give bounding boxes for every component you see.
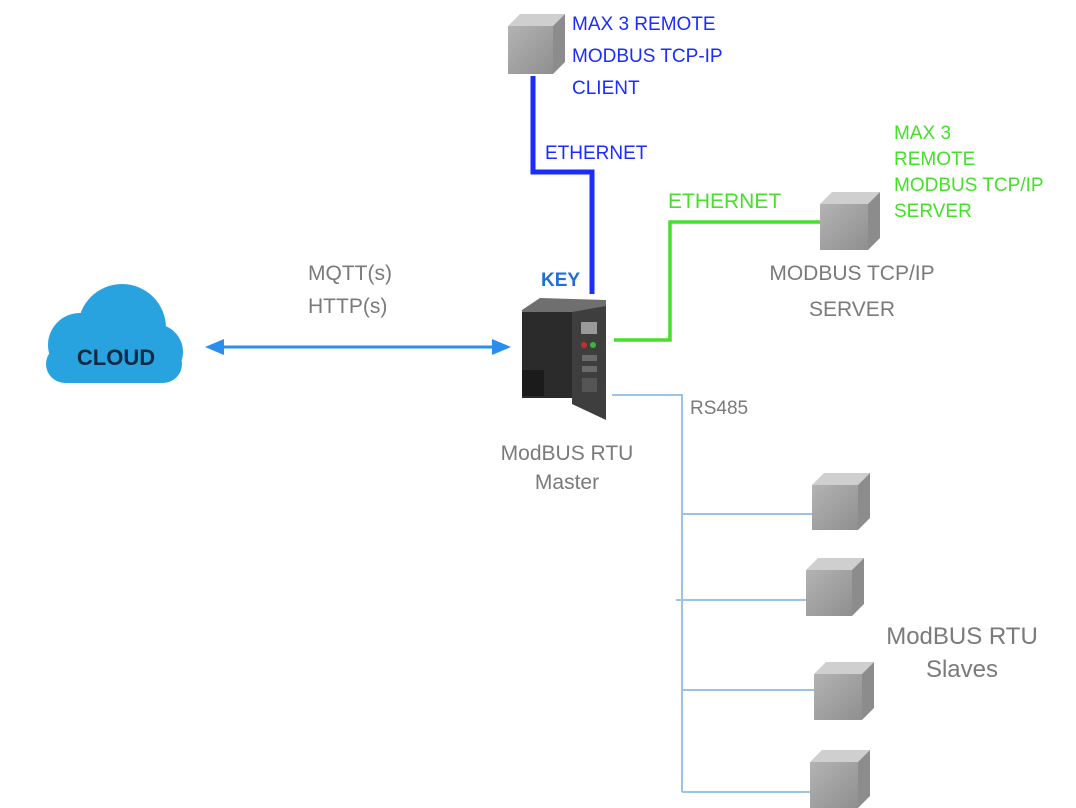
slave-device-icon bbox=[806, 558, 864, 616]
client-label-line: CLIENT bbox=[572, 78, 640, 99]
cloud-icon bbox=[46, 284, 183, 383]
server-label: MAX 3 REMOTE MODBUS TCP/IP SERVER bbox=[894, 121, 1044, 225]
modbus-master-device-icon bbox=[522, 298, 606, 420]
cloud-link-arrow bbox=[205, 339, 511, 355]
master-caption: ModBUS RTU Master bbox=[467, 439, 667, 497]
server-label-line: REMOTE bbox=[894, 149, 976, 170]
server-label-line: SERVER bbox=[894, 201, 972, 222]
server-caption: MODBUS TCP/IP SERVER bbox=[752, 256, 952, 328]
server-ethernet-label: ETHERNET bbox=[668, 190, 782, 213]
rs485-bus bbox=[612, 394, 816, 793]
slaves-caption-line: Slaves bbox=[925, 656, 999, 683]
master-caption-line: ModBUS RTU bbox=[500, 442, 634, 465]
rs485-label: RS485 bbox=[690, 398, 749, 419]
client-ethernet-link bbox=[530, 76, 595, 294]
client-ethernet-label: ETHERNET bbox=[545, 143, 648, 164]
server-caption-line: SERVER bbox=[809, 298, 895, 321]
slaves-caption-line: ModBUS RTU bbox=[886, 623, 1038, 650]
protocol-label: MQTT(s) bbox=[308, 262, 392, 285]
server-ethernet-link bbox=[614, 220, 822, 342]
slaves-caption: ModBUS RTU Slaves bbox=[862, 620, 1062, 686]
modbus-server-device-icon bbox=[820, 192, 880, 250]
server-label-line: MAX 3 bbox=[894, 123, 952, 144]
key-label: KEY bbox=[541, 270, 581, 291]
cloud-label: CLOUD bbox=[77, 345, 155, 370]
server-label-line: MODBUS TCP/IP bbox=[894, 175, 1044, 196]
client-label-line: MAX 3 REMOTE bbox=[572, 14, 716, 35]
protocol-labels: MQTT(s) HTTP(s) bbox=[308, 257, 392, 323]
slave-device-icon bbox=[810, 750, 870, 808]
client-label-line: MODBUS TCP-IP bbox=[572, 46, 723, 67]
master-caption-line: Master bbox=[534, 471, 600, 494]
slave-device-icon bbox=[814, 662, 874, 720]
slave-device-icon bbox=[812, 473, 870, 530]
server-caption-line: MODBUS TCP/IP bbox=[769, 262, 935, 285]
modbus-client-device-icon bbox=[508, 14, 565, 74]
client-label: MAX 3 REMOTE MODBUS TCP-IP CLIENT bbox=[572, 9, 723, 105]
protocol-label: HTTP(s) bbox=[308, 295, 388, 318]
